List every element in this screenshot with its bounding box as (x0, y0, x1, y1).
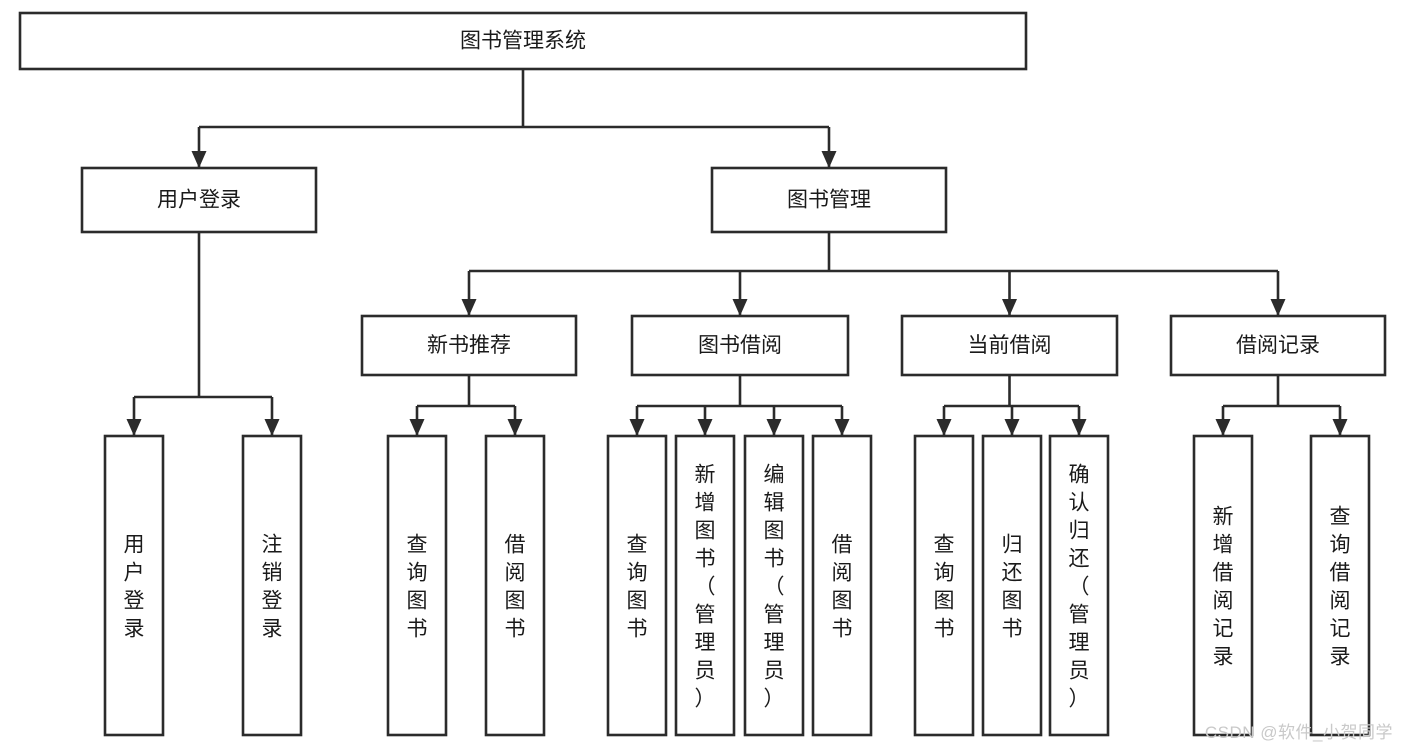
node-box[interactable] (1169, 314, 1387, 377)
node-label: 编辑图书（管理员） (764, 463, 785, 710)
node-leaf-borrow-book-rec[interactable]: 借阅图书 (484, 434, 546, 737)
node-leaf-query-record[interactable]: 查询借阅记录 (1309, 434, 1371, 737)
node-book-borrow[interactable]: 图书借阅 (630, 314, 850, 377)
arrow-head-icon (697, 419, 713, 436)
node-leaf-user-login[interactable]: 用户登录 (103, 434, 165, 737)
connector-group (936, 375, 1087, 436)
node-box[interactable] (360, 314, 578, 377)
arrow-head-icon (766, 419, 782, 436)
node-label: 查询图书 (407, 533, 428, 640)
arrow-head-icon (1270, 299, 1286, 316)
node-label: 当前借阅 (968, 334, 1052, 357)
node-box[interactable] (103, 434, 165, 737)
arrow-head-icon (1215, 419, 1231, 436)
node-label: 借阅记录 (1236, 334, 1320, 357)
arrow-head-icon (1002, 299, 1017, 316)
arrow-head-icon (821, 151, 837, 168)
node-box[interactable] (630, 314, 850, 377)
node-box[interactable] (241, 434, 303, 737)
node-box[interactable] (80, 166, 318, 234)
node-root-system[interactable]: 图书管理系统 (18, 11, 1028, 71)
arrow-head-icon (409, 419, 425, 436)
node-box[interactable] (1048, 434, 1110, 737)
arrow-head-icon (629, 419, 645, 436)
node-label: 注销登录 (262, 533, 283, 640)
node-label: 归还图书 (1002, 533, 1023, 640)
arrow-head-icon (461, 299, 477, 316)
arrow-head-icon (1071, 419, 1087, 436)
arrow-head-icon (191, 151, 207, 168)
node-leaf-confirm-return[interactable]: 确认归还（管理员） (1048, 434, 1110, 737)
node-leaf-edit-book[interactable]: 编辑图书（管理员） (743, 434, 805, 737)
node-box[interactable] (743, 434, 805, 737)
node-box[interactable] (913, 434, 975, 737)
node-box[interactable] (606, 434, 668, 737)
node-leaf-borrow-book[interactable]: 借阅图书 (811, 434, 873, 737)
node-leaf-query-book-current[interactable]: 查询图书 (913, 434, 975, 737)
arrow-head-icon (1332, 419, 1348, 436)
node-label: 查询图书 (934, 533, 955, 640)
connectors-layer (126, 69, 1348, 436)
arrow-head-icon (1004, 419, 1020, 436)
node-leaf-query-book-rec[interactable]: 查询图书 (386, 434, 448, 737)
node-leaf-return-book[interactable]: 归还图书 (981, 434, 1043, 737)
node-box[interactable] (386, 434, 448, 737)
node-label: 新增借阅记录 (1213, 505, 1234, 668)
node-label: 用户登录 (124, 533, 145, 640)
node-box[interactable] (981, 434, 1043, 737)
node-label: 借阅图书 (505, 533, 526, 640)
arrow-head-icon (732, 299, 748, 316)
node-label: 图书借阅 (698, 334, 782, 357)
node-box[interactable] (674, 434, 736, 737)
node-leaf-query-book-borrow[interactable]: 查询图书 (606, 434, 668, 737)
node-label: 确认归还（管理员） (1069, 463, 1090, 710)
node-label: 用户登录 (157, 189, 241, 212)
node-box[interactable] (710, 166, 948, 234)
node-leaf-add-record[interactable]: 新增借阅记录 (1192, 434, 1254, 737)
arrow-head-icon (834, 419, 850, 436)
node-borrow-record[interactable]: 借阅记录 (1169, 314, 1387, 377)
node-label: 图书管理 (787, 189, 871, 212)
nodes-layer: 图书管理系统用户登录图书管理新书推荐图书借阅当前借阅借阅记录用户登录注销登录查询… (18, 11, 1387, 737)
node-label: 新增图书（管理员） (695, 463, 716, 710)
node-box[interactable] (484, 434, 546, 737)
node-box[interactable] (1192, 434, 1254, 737)
node-leaf-logout[interactable]: 注销登录 (241, 434, 303, 737)
node-label: 借阅图书 (832, 533, 853, 640)
arrow-head-icon (126, 419, 142, 436)
node-box[interactable] (1309, 434, 1371, 737)
node-new-book-recommend[interactable]: 新书推荐 (360, 314, 578, 377)
node-box[interactable] (811, 434, 873, 737)
arrow-head-icon (264, 419, 280, 436)
connector-group (629, 375, 850, 436)
connector-group (1215, 375, 1348, 436)
arrow-head-icon (936, 419, 952, 436)
node-box[interactable] (900, 314, 1119, 377)
connector-group (409, 375, 523, 436)
node-label: 查询借阅记录 (1330, 505, 1351, 668)
connector-group (461, 232, 1286, 316)
node-label: 图书管理系统 (460, 30, 586, 53)
arrow-head-icon (507, 419, 523, 436)
connector-group (191, 69, 837, 168)
node-book-manage[interactable]: 图书管理 (710, 166, 948, 234)
node-label: 查询图书 (627, 533, 648, 640)
node-label: 新书推荐 (427, 334, 511, 357)
connector-group (126, 232, 280, 436)
node-leaf-add-book[interactable]: 新增图书（管理员） (674, 434, 736, 737)
node-current-borrow[interactable]: 当前借阅 (900, 314, 1119, 377)
node-box[interactable] (18, 11, 1028, 71)
node-user-login[interactable]: 用户登录 (80, 166, 318, 234)
